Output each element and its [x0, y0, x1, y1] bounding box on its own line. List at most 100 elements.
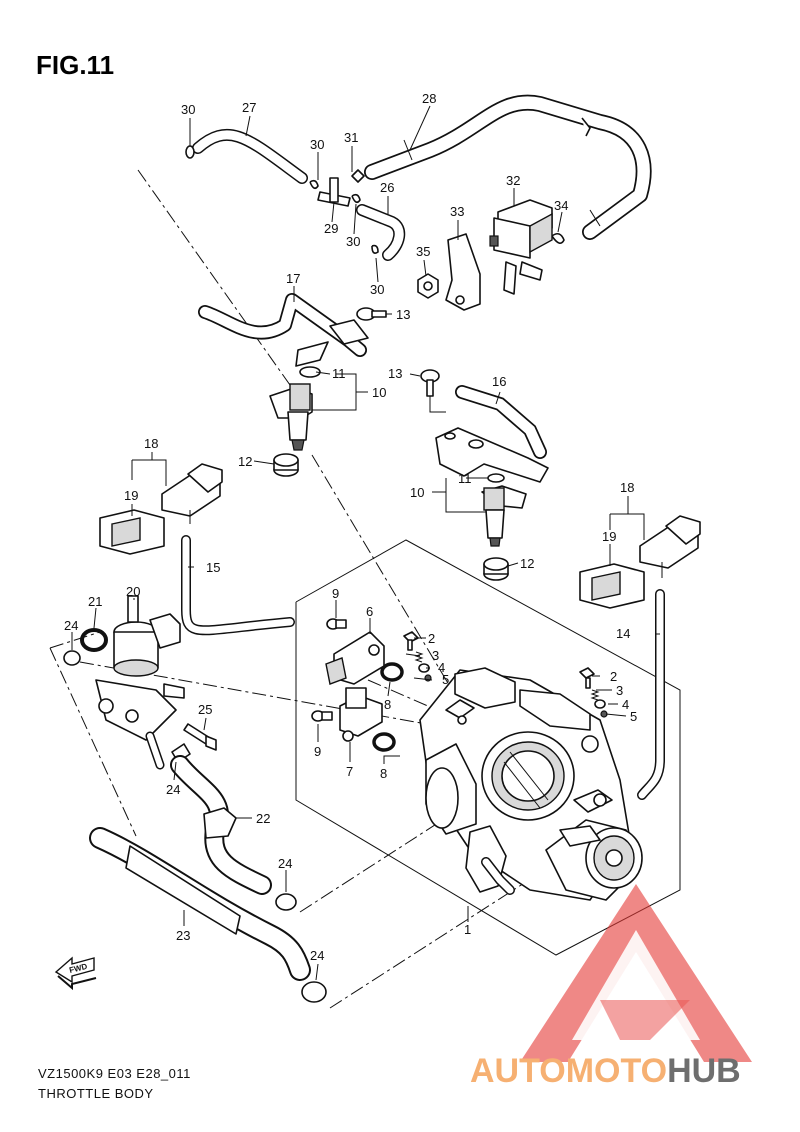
callout-4: 4	[622, 697, 629, 712]
solenoid-valve-32	[489, 199, 553, 295]
callout-15: 15	[206, 560, 220, 575]
hose-14	[637, 589, 665, 800]
hose-27	[185, 128, 308, 184]
callout-3: 3	[432, 648, 439, 663]
callout-leaders	[71, 105, 660, 981]
callout-7: 7	[346, 764, 353, 779]
callout-22: 22	[256, 811, 270, 826]
callout-30: 30	[370, 282, 384, 297]
watermark-part2: HUB	[667, 1052, 741, 1090]
watermark-text-1: AUTOMOTOHUB	[470, 1052, 741, 1090]
callout-21: 21	[88, 594, 102, 609]
callout-13: 13	[396, 307, 410, 322]
o-ring-8-lower	[372, 732, 396, 752]
cushion-12-right	[483, 557, 509, 581]
adjust-screw-set-right	[579, 667, 608, 718]
callout-14: 14	[616, 626, 630, 641]
clip-24-a	[63, 650, 81, 666]
o-ring-8-upper	[380, 662, 404, 682]
hose-23	[89, 827, 311, 981]
nut-35	[417, 273, 439, 299]
sensor-7	[339, 687, 383, 742]
hose-15	[181, 535, 295, 636]
clip-24-c	[275, 893, 297, 911]
callout-4: 4	[438, 660, 445, 675]
callout-16: 16	[492, 374, 506, 389]
callout-12: 12	[520, 556, 534, 571]
screw-13-upper	[356, 307, 387, 321]
callout-23: 23	[176, 928, 190, 943]
coupler-18-left	[161, 463, 223, 524]
callout-6: 6	[366, 604, 373, 619]
callout-8: 8	[380, 766, 387, 781]
callout-13: 13	[388, 366, 402, 381]
cap-19-left	[99, 509, 165, 555]
callout-9: 9	[314, 744, 321, 759]
footer-caption: THROTTLE BODY	[38, 1086, 154, 1101]
callout-30: 30	[181, 102, 195, 117]
callout-24: 24	[310, 948, 324, 963]
callout-27: 27	[242, 100, 256, 115]
callout-24: 24	[64, 618, 78, 633]
callout-30: 30	[310, 137, 324, 152]
callout-19: 19	[602, 529, 616, 544]
fuel-injector-10-left	[269, 366, 321, 451]
hose-clips	[309, 169, 379, 254]
adjust-screw-set-left	[403, 631, 432, 682]
callout-32: 32	[506, 173, 520, 188]
callout-5: 5	[442, 672, 449, 687]
callout-34: 34	[554, 198, 568, 213]
hose-26	[356, 204, 406, 261]
clip-24-d	[301, 981, 327, 1003]
watermark-triangle-icon	[520, 884, 752, 1062]
callout-5: 5	[630, 709, 637, 724]
callout-2: 2	[610, 669, 617, 684]
callout-11: 11	[458, 471, 472, 486]
sensor-6	[325, 631, 385, 685]
t-joint-29	[317, 177, 351, 207]
footer-code: VZ1500K9 E03 E28_011	[38, 1066, 191, 1081]
callout-33: 33	[450, 204, 464, 219]
callout-10: 10	[372, 385, 386, 400]
callout-24: 24	[278, 856, 292, 871]
bracket-33	[445, 233, 481, 311]
callout-18: 18	[144, 436, 158, 451]
fwd-arrow-icon: FWD	[54, 956, 97, 991]
screw-9-lower	[311, 710, 333, 722]
callout-35: 35	[416, 244, 430, 259]
callout-18: 18	[620, 480, 634, 495]
screw-13-lower	[420, 369, 440, 397]
clip-34	[551, 232, 565, 244]
callout-labels: 30 27 28 30 31 26 32 33 34 29 30 35 30 1…	[64, 91, 637, 963]
callout-1: 1	[464, 922, 471, 937]
hose-22	[170, 755, 272, 895]
callout-24: 24	[166, 782, 180, 797]
callout-12: 12	[238, 454, 252, 469]
callout-26: 26	[380, 180, 394, 195]
callout-11: 11	[332, 366, 346, 381]
fwd-label: FWD	[68, 962, 88, 975]
callout-10: 10	[410, 485, 424, 500]
watermark-part1: AUTOMOTO	[470, 1052, 667, 1090]
assembly-frame-lines	[49, 169, 681, 1009]
callout-31: 31	[344, 130, 358, 145]
idle-speed-control-20	[95, 595, 185, 770]
callout-17: 17	[286, 271, 300, 286]
callout-2: 2	[428, 631, 435, 646]
coupler-18-right	[639, 515, 701, 578]
screw-9-upper	[326, 618, 347, 630]
fuel-delivery-pipe-17	[198, 293, 369, 367]
callout-3: 3	[616, 683, 623, 698]
callout-30: 30	[346, 234, 360, 249]
hose-28	[364, 94, 652, 240]
callout-8: 8	[384, 697, 391, 712]
throttle-body-1	[419, 667, 643, 901]
bolt-25	[183, 723, 217, 751]
callout-29: 29	[324, 221, 338, 236]
fuel-pipe-16	[435, 385, 549, 483]
callout-20: 20	[126, 584, 140, 599]
watermark-logo: AUTOMOTOHUB	[470, 884, 752, 1090]
callout-19: 19	[124, 488, 138, 503]
o-ring-21	[80, 628, 108, 652]
